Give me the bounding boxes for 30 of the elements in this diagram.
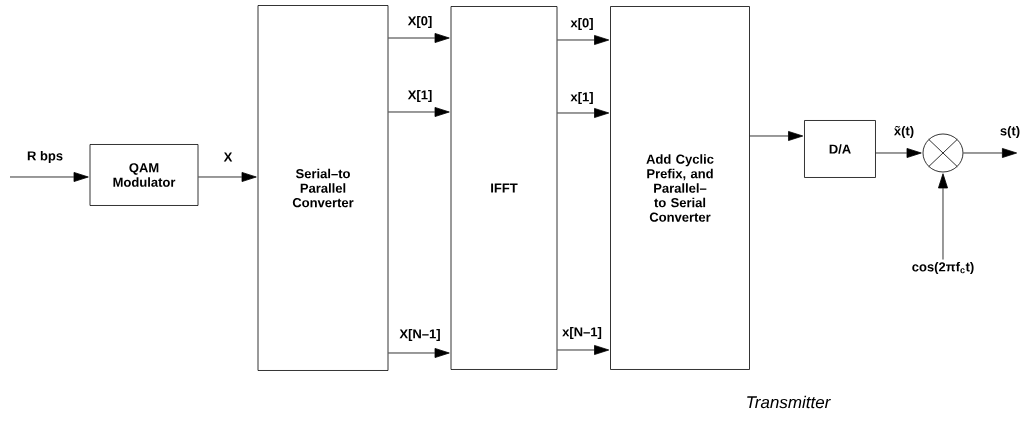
arrow: [388, 33, 450, 43]
process-box: IFFT: [450, 6, 558, 370]
edge-label: x[0]: [570, 17, 593, 31]
process-box: D/A: [804, 120, 876, 178]
arrow: [557, 35, 610, 45]
arrow: [388, 348, 450, 358]
edge-label: X[N–1]: [399, 328, 440, 342]
signal-label: cos(2πf$_{c}$t): [912, 261, 974, 275]
edge-label: s(t): [1000, 125, 1020, 139]
arrow: [557, 345, 610, 355]
process-box: QAM Modulator: [89, 144, 199, 206]
caption: Transmitter: [747, 395, 831, 409]
arrow: [198, 172, 257, 182]
arrow: [388, 107, 450, 117]
arrow: [9, 172, 89, 182]
arrow: [557, 108, 610, 118]
edge-label: R bps: [27, 150, 63, 164]
edge-label: X[0]: [407, 15, 432, 29]
arrow: [938, 173, 948, 260]
arrow: [875, 148, 922, 158]
edge-label: X: [223, 152, 233, 162]
edge-label: x[1]: [570, 91, 593, 105]
arrow: [963, 148, 1018, 158]
process-box: Add Cyclic Prefix, and Parallel–to Serial Converter: [610, 6, 750, 370]
process-box: Serial–to Parallel Converter: [257, 5, 389, 371]
edge-label: x[N–1]: [562, 326, 602, 340]
mixer-symbol: [922, 133, 964, 173]
edge-label: X[1]: [407, 89, 432, 103]
arrow: [749, 131, 804, 141]
edge-label: x̃(t): [894, 125, 914, 139]
